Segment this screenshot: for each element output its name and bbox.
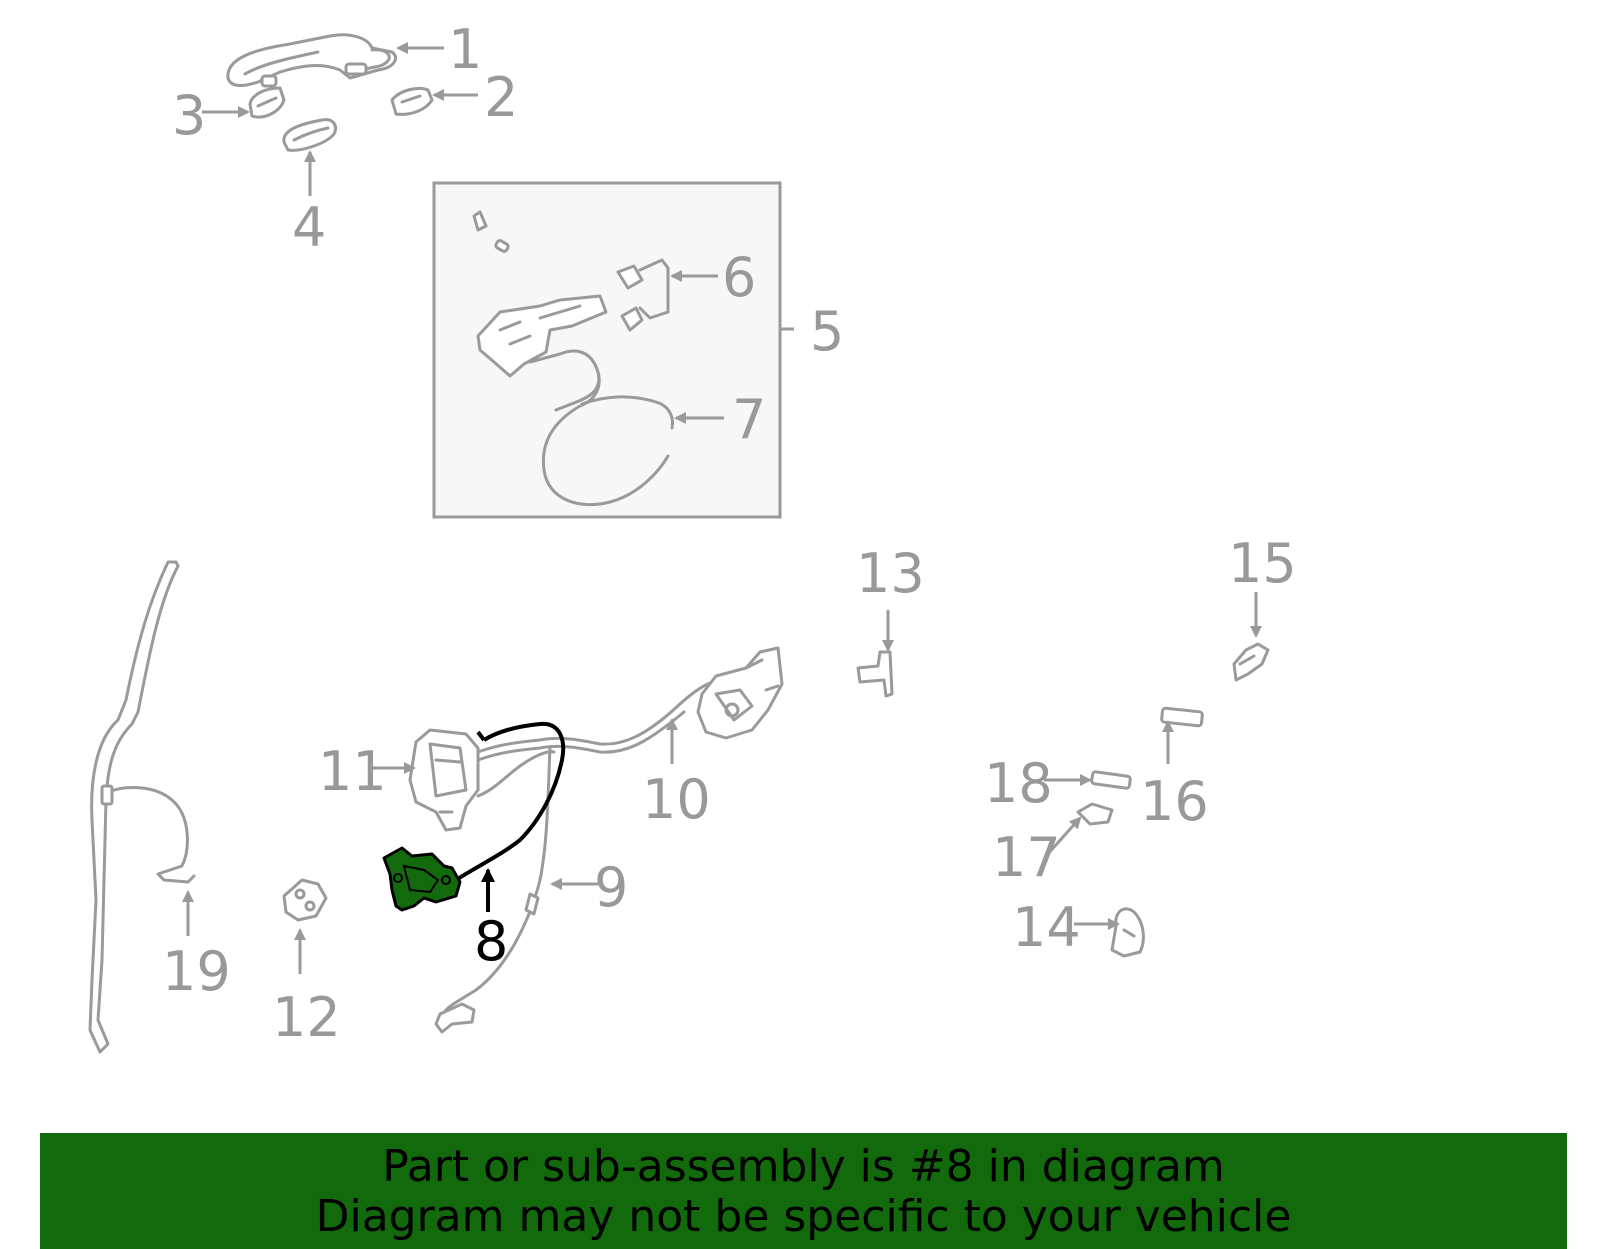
part-17-clip[interactable] bbox=[1076, 802, 1114, 826]
part-9-inside-handle-cable[interactable] bbox=[434, 746, 552, 1034]
part-12-striker[interactable] bbox=[282, 878, 328, 922]
part-8-lock-actuator-highlighted[interactable] bbox=[382, 721, 566, 912]
callout-15: 15 bbox=[1228, 532, 1297, 595]
part-18-pad[interactable] bbox=[1090, 770, 1132, 790]
callout-6: 6 bbox=[722, 246, 756, 309]
callout-17: 17 bbox=[992, 826, 1061, 889]
callout-7: 7 bbox=[732, 388, 766, 451]
part-11-door-latch[interactable] bbox=[408, 678, 728, 832]
banner-line-part: Part or sub-assembly is #8 in diagram bbox=[382, 1141, 1225, 1192]
part-13-bracket[interactable] bbox=[856, 650, 894, 698]
parts-diagram: 1 2 3 4 5 6 7 8 9 10 11 12 13 14 15 16 1… bbox=[88, 18, 1297, 1054]
callout-10: 10 bbox=[642, 768, 711, 831]
callout-1: 1 bbox=[448, 18, 482, 81]
callout-3: 3 bbox=[172, 84, 206, 147]
callout-9: 9 bbox=[594, 856, 628, 919]
callout-5: 5 bbox=[810, 300, 844, 363]
callout-13: 13 bbox=[856, 542, 925, 605]
part-3-key-cylinder-cap[interactable] bbox=[248, 86, 286, 119]
part-info-banner: Part or sub-assembly is #8 in diagram Di… bbox=[40, 1133, 1567, 1249]
part-2-handle-cap[interactable] bbox=[390, 86, 434, 116]
part-4-handle-pad[interactable] bbox=[282, 118, 337, 152]
part-15-clip[interactable] bbox=[1232, 642, 1270, 682]
callout-2: 2 bbox=[484, 66, 518, 129]
part-19-cable[interactable] bbox=[88, 560, 196, 1054]
callout-18: 18 bbox=[984, 752, 1053, 815]
banner-line-disclaimer: Diagram may not be specific to your vehi… bbox=[315, 1191, 1292, 1242]
callout-14: 14 bbox=[1012, 896, 1081, 959]
part-5-lock-assembly-box[interactable] bbox=[432, 181, 794, 519]
part-10-rear-latch[interactable] bbox=[696, 646, 784, 740]
callout-8: 8 bbox=[474, 910, 508, 973]
part-1-outside-handle[interactable] bbox=[226, 33, 397, 88]
callout-11: 11 bbox=[318, 740, 387, 803]
callout-12: 12 bbox=[272, 986, 341, 1049]
callout-16: 16 bbox=[1140, 770, 1209, 833]
callout-19: 19 bbox=[162, 940, 231, 1003]
part-14-cover[interactable] bbox=[1110, 907, 1145, 958]
callout-4: 4 bbox=[292, 196, 326, 259]
